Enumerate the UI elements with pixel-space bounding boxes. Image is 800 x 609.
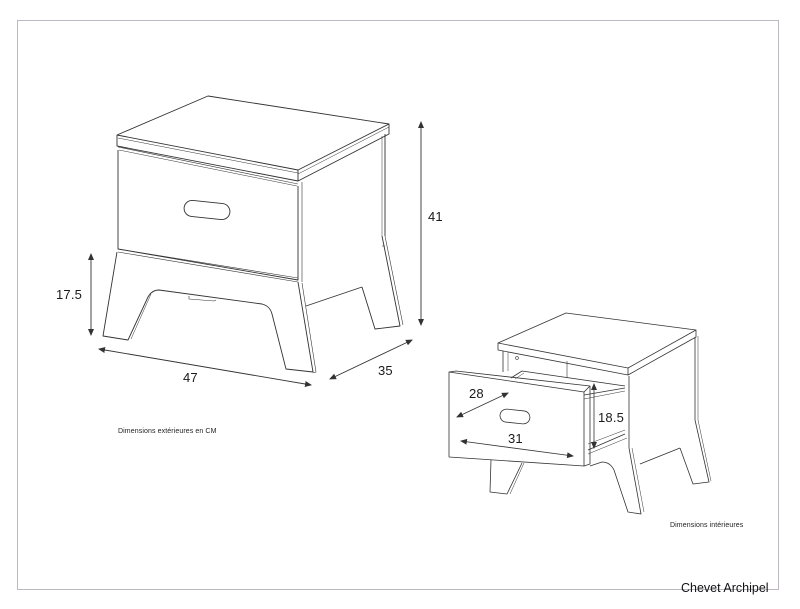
leg-height-label: 17.5	[56, 287, 83, 302]
drawer-depth-label: 28	[469, 386, 484, 401]
width-label: 47	[183, 370, 198, 385]
drawer-width-31-arrow	[460, 438, 574, 459]
interior-dimension-lines	[456, 383, 597, 459]
exterior-caption: Dimensions extérieures en CM	[118, 428, 217, 435]
height-label: 41	[428, 209, 443, 224]
exterior-dimension-lines	[88, 121, 424, 387]
width-47-arrow	[98, 347, 312, 387]
product-title: Chevet Archipel	[681, 581, 769, 595]
drawer-height-label: 18.5	[598, 410, 625, 425]
interior-caption: Dimensions intérieures	[670, 522, 744, 529]
depth-35-arrow	[329, 339, 413, 380]
drawer-depth-28-arrow	[456, 392, 509, 418]
drawer-width-label: 31	[508, 431, 523, 446]
depth-label: 35	[378, 363, 393, 378]
page-frame	[17, 20, 779, 590]
nightstand-exterior-view	[102, 95, 404, 374]
nightstand-interior-view	[448, 312, 712, 515]
